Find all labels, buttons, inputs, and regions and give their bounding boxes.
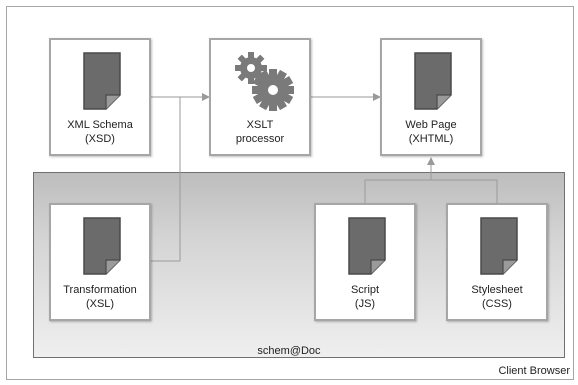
arrow-xsl-to-xslt — [151, 97, 181, 262]
node-xml-schema-label: XML Schema (XSD) — [67, 119, 133, 145]
node-xml-schema: XML Schema (XSD) — [49, 38, 151, 156]
node-xslt-processor: XSLT processor — [209, 38, 311, 156]
node-stylesheet-label: Stylesheet (CSS) — [471, 284, 523, 310]
client-browser-label: Client Browser — [498, 365, 570, 377]
connector-js-up — [364, 179, 498, 204]
node-xslt-processor-label: XSLT processor — [235, 119, 285, 145]
document-icon — [83, 217, 121, 275]
node-transformation: Transformation (XSL) — [49, 203, 151, 321]
document-icon — [480, 217, 518, 275]
gears-icon — [235, 52, 294, 111]
document-icon — [348, 217, 386, 275]
node-script: Script (JS) — [314, 203, 416, 321]
node-stylesheet: Stylesheet (CSS) — [446, 203, 548, 321]
node-web-page: Web Page (XHTML) — [380, 38, 482, 156]
schemadoc-label: schem@Doc — [257, 345, 321, 357]
node-script-label: Script (JS) — [350, 284, 380, 310]
document-icon — [414, 52, 452, 110]
document-icon — [83, 52, 121, 110]
node-web-page-label: Web Page (XHTML) — [405, 119, 457, 145]
node-transformation-label: Transformation (XSL) — [63, 284, 137, 310]
